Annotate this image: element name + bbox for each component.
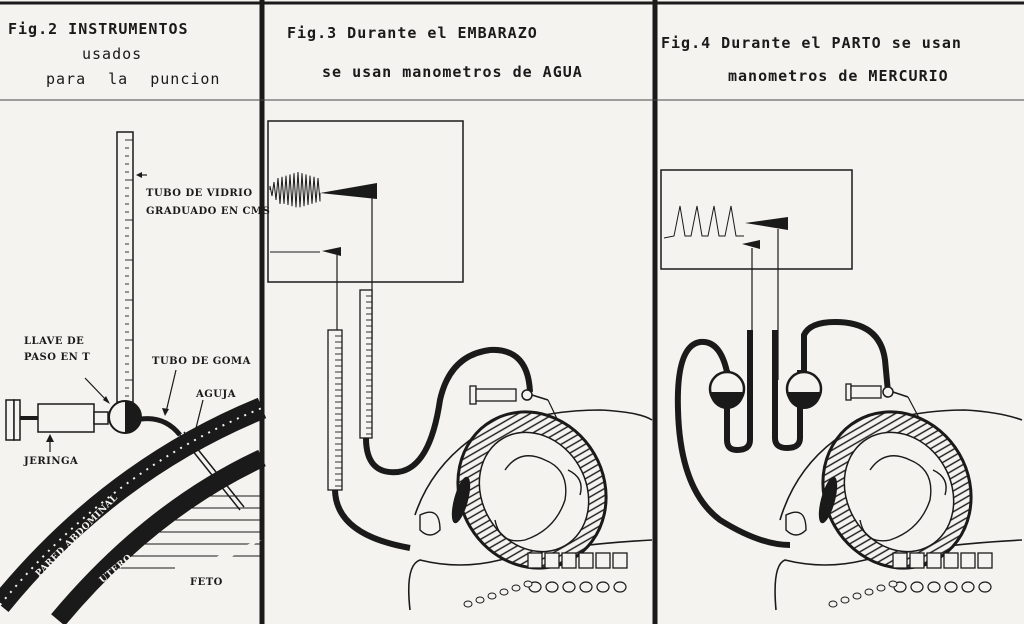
recording-pen-4b — [742, 240, 760, 249]
fig4-title: Fig.4 Durante el PARTO se usan — [661, 34, 962, 52]
recorder-box — [267, 120, 464, 283]
mercury-manometer-1 — [724, 330, 753, 454]
graduated-tube — [116, 131, 134, 403]
uterus-wall — [51, 449, 266, 624]
tubing-4a — [674, 338, 791, 548]
spine-3 — [463, 552, 628, 608]
fig3-drawing — [267, 120, 653, 611]
recording-pen-4a — [745, 217, 788, 230]
recording-pen-2 — [322, 247, 341, 256]
syringe-3 — [469, 385, 573, 451]
fig4-subtitle: manometros de MERCURIO — [728, 67, 949, 85]
rubber-tube — [140, 416, 182, 437]
placenta-4 — [818, 476, 838, 524]
fig2-subtitle-2: para la puncion — [46, 70, 221, 88]
fig3-subtitle: se usan manometros de AGUA — [322, 63, 583, 81]
label-graduado: GRADUADO EN CMS — [146, 206, 271, 217]
syringe — [5, 399, 109, 441]
fig2-drawing — [0, 131, 267, 624]
pressure-trace-1 — [269, 171, 321, 208]
recording-pen-1 — [320, 183, 377, 199]
contraction-trace — [663, 205, 744, 239]
label-tubo-goma: TUBO DE GOMA — [152, 356, 251, 367]
fig4-drawing — [660, 169, 1023, 611]
label-paso-t: PASO EN T — [24, 352, 91, 363]
spine-4 — [828, 552, 993, 608]
placenta-3 — [451, 476, 471, 524]
label-tubo-vidrio: TUBO DE VIDRIO — [146, 188, 253, 199]
tubing-3a — [332, 489, 411, 551]
fig2-subtitle: usados — [82, 45, 143, 63]
mercury-manometer-2 — [772, 330, 803, 452]
label-aguja: AGUJA — [196, 389, 237, 400]
fetus-3 — [478, 431, 590, 553]
label-llave: LLAVE DE — [24, 336, 85, 347]
fetus-4 — [843, 431, 955, 553]
fig3-title: Fig.3 Durante el EMBARAZO — [287, 24, 538, 42]
tube-scale — [125, 139, 133, 397]
tubing-3b — [363, 346, 533, 476]
fig2-title: Fig.2 INSTRUMENTOS — [8, 20, 189, 38]
label-feto: FETO — [190, 577, 223, 588]
label-jeringa: JERINGA — [24, 456, 79, 467]
tubing-4b — [801, 318, 891, 393]
recorder-box-4 — [660, 169, 853, 270]
